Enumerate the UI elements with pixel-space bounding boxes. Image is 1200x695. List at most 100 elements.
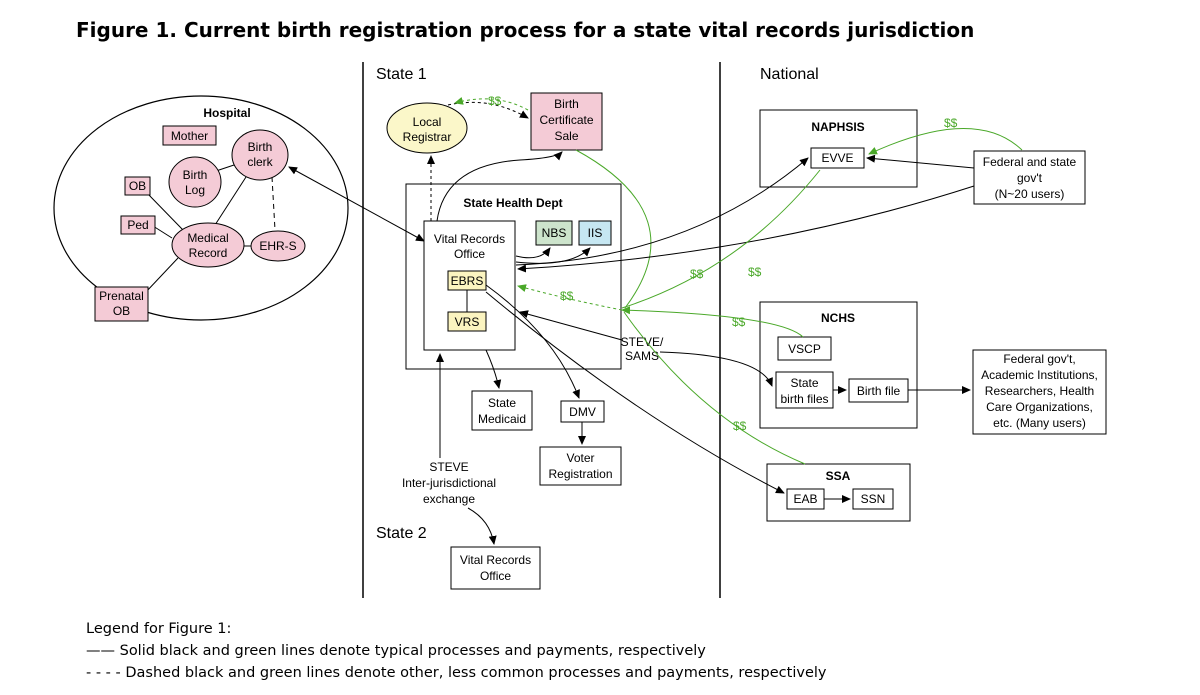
link-fedstate-vro [517, 185, 975, 273]
payment-ssa-state [623, 311, 806, 465]
ob-box [124, 176, 151, 196]
state-health-dept-label: State Health Dept [463, 196, 562, 210]
legend-heading: Legend for Figure 1: [86, 621, 232, 637]
prenatal-ob-label-1: Prenatal [99, 289, 144, 303]
birth-certificate-sale-label-1: Birth [554, 97, 579, 111]
region-label-national: National [760, 66, 819, 83]
nbs-label: NBS [542, 226, 567, 240]
payment-sale-registrar [454, 97, 529, 111]
legend-solid-line: —— Solid black and green lines denote ty… [86, 643, 706, 659]
link-prenatal-medrecord [144, 257, 179, 294]
ssa-label: SSA [826, 469, 851, 483]
payment-sale-steve [575, 149, 652, 309]
federal-govt-users-label-4: Care Organizations, [986, 400, 1093, 414]
link-vro-evve [515, 157, 809, 266]
vital-records-office-label-1: Vital Records [434, 232, 505, 246]
ped-box [120, 215, 156, 235]
region-label-state2: State 2 [376, 525, 427, 542]
naphsis-box [759, 109, 918, 188]
state-birth-files-label-2: birth files [780, 392, 828, 406]
national-group: NAPHSIS EVVE Federal and state gov't (N~… [485, 109, 1107, 522]
state-medicaid-box [471, 390, 533, 431]
ssn-box [852, 488, 894, 510]
payment-label-sale-steve: $$ [690, 267, 704, 281]
medical-record-label-2: Record [189, 246, 228, 260]
dmv-label: DMV [569, 405, 596, 419]
vscp-box [777, 336, 832, 361]
process-diagram: State 1 National State 2 Hospital Mother… [53, 62, 1107, 598]
payment-label-evve-state: $$ [748, 265, 762, 279]
state-health-dept-box [405, 183, 622, 370]
steve-exchange-label-1: STEVE [429, 460, 468, 474]
birth-log-node [168, 156, 222, 208]
link-vro-sale [436, 151, 563, 222]
ebrs-label: EBRS [451, 274, 484, 288]
link-vro-nbs [515, 247, 551, 259]
medical-record-node [171, 222, 245, 268]
birth-certificate-sale-label-2: Certificate [539, 113, 593, 127]
payment-label-sale-registrar: $$ [488, 94, 502, 108]
payment-evve-state [621, 169, 821, 309]
state-birth-files-label-1: State [790, 376, 818, 390]
state-medicaid-label-1: State [488, 396, 516, 410]
local-registrar-label-1: Local [413, 115, 442, 129]
federal-state-govt-box [973, 150, 1086, 205]
birth-file-label: Birth file [857, 384, 901, 398]
steve-sams-label-2: SAMS [625, 349, 659, 363]
iis-box [578, 220, 612, 246]
link-steve-statefiles [659, 351, 773, 387]
prenatal-ob-box [94, 286, 149, 322]
link-ebrs-eab [485, 291, 785, 494]
birth-clerk-label-2: clerk [247, 155, 273, 169]
birth-clerk-node [231, 129, 289, 181]
iis-label: IIS [588, 226, 603, 240]
vrs-box [447, 311, 487, 332]
payment-label-vscp-state: $$ [732, 315, 746, 329]
steve-sams-label-1: STEVE/ [621, 335, 664, 349]
local-registrar-node [386, 102, 468, 154]
eab-label: EAB [793, 492, 817, 506]
ehr-s-label: EHR-S [259, 239, 296, 253]
federal-state-govt-label-2: gov't [1017, 171, 1043, 185]
naphsis-label: NAPHSIS [811, 120, 864, 134]
birth-certificate-sale-box [530, 92, 603, 151]
link-steve-state2 [467, 507, 497, 545]
state2-vital-records-box [450, 546, 541, 590]
payment-vscp-state [621, 306, 804, 338]
link-ob-medrecord [146, 192, 184, 231]
ssn-label: SSN [861, 492, 886, 506]
federal-state-govt-label-1: Federal and state [983, 155, 1077, 169]
state2-vital-records-label-2: Office [480, 569, 511, 583]
evve-label: EVVE [821, 151, 853, 165]
link-fedstate-evve [866, 154, 975, 169]
federal-state-govt-label-3: (N~20 users) [995, 187, 1065, 201]
link-clerk-ehrs [271, 176, 276, 231]
birth-log-label-2: Log [185, 183, 205, 197]
region-label-state1: State 1 [376, 66, 427, 83]
voter-registration-box [539, 446, 622, 486]
voter-registration-label-1: Voter [566, 451, 594, 465]
vscp-label: VSCP [788, 342, 821, 356]
state-medicaid-label-2: Medicaid [478, 412, 526, 426]
steve-exchange-label-2: Inter-jurisdictional [402, 476, 496, 490]
state1-group: Local Registrar Birth Certificate Sale $… [386, 92, 704, 545]
steve-exchange-label-3: exchange [423, 492, 475, 506]
link-hospital-vitalrecords [288, 166, 425, 242]
birth-clerk-label-1: Birth [248, 140, 273, 154]
ssa-box [766, 463, 911, 522]
nchs-label: NCHS [821, 311, 855, 325]
link-ped-medrecord [152, 225, 173, 239]
hospital-title: Hospital [203, 106, 250, 120]
prenatal-ob-label-2: OB [113, 304, 130, 318]
mother-label: Mother [171, 129, 208, 143]
evve-box [810, 147, 865, 169]
vrs-label: VRS [455, 315, 480, 329]
voter-registration-label-2: Registration [548, 467, 612, 481]
local-registrar-label-2: Registrar [403, 130, 452, 144]
legend: Legend for Figure 1: —— Solid black and … [86, 618, 826, 684]
link-vro-iis [515, 247, 591, 264]
ob-label: OB [129, 179, 146, 193]
medical-record-label-1: Medical [187, 231, 228, 245]
payment-fedstate-evve [868, 128, 1023, 155]
nbs-box [535, 220, 573, 246]
